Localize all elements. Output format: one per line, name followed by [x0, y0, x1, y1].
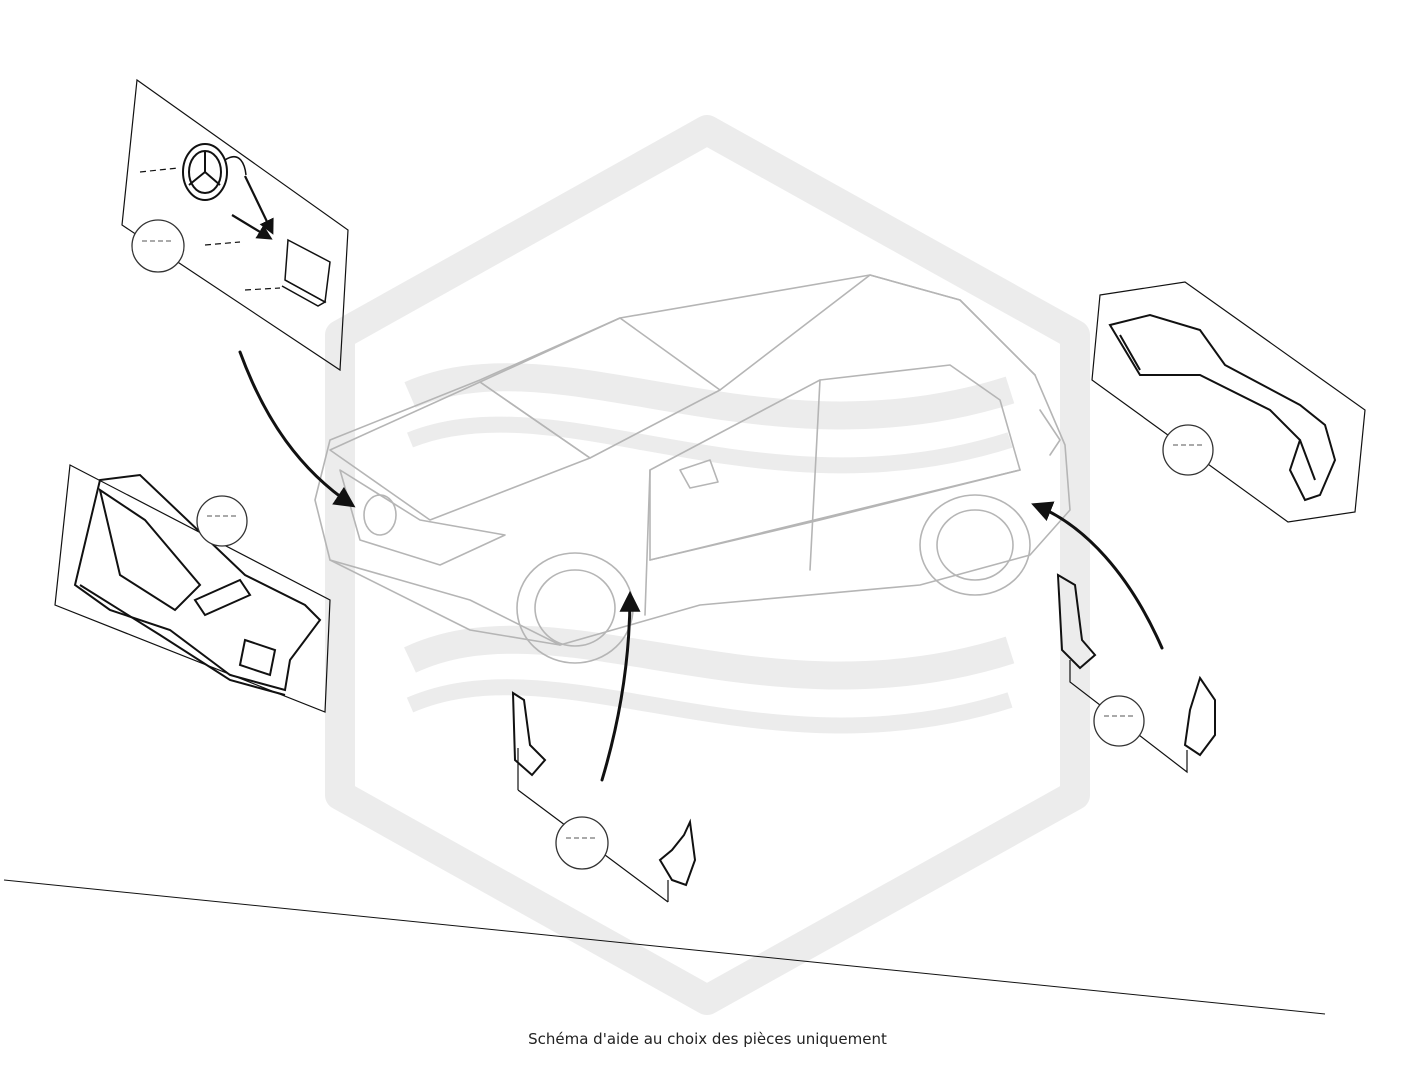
callout-front-wheel-arch-trims[interactable] [555, 816, 609, 870]
star-emblem-icon [182, 143, 247, 201]
panel-rear-bumper [1091, 281, 1366, 523]
panel-emblem-module [121, 78, 349, 372]
diagram-caption: Schéma d'aide au choix des pièces unique… [528, 1030, 887, 1048]
callout-rear-bumper[interactable] [1162, 424, 1214, 476]
front-bumper-icon [73, 473, 322, 696]
wheel-arch-trim-icon [1056, 573, 1216, 757]
panel-front-bumper [54, 464, 331, 713]
front-wheel-arch-trims [511, 691, 697, 903]
rear-bumper-icon [1108, 313, 1337, 502]
callout-rear-wheel-arch-trims[interactable] [1093, 695, 1145, 747]
pointer-arrows [238, 350, 1164, 782]
callout-emblem-module[interactable] [131, 219, 185, 273]
control-module-icon [281, 238, 331, 307]
watermark-logo [325, 115, 1090, 1015]
wheel-arch-trim-icon [511, 691, 697, 887]
callout-front-bumper[interactable] [196, 495, 248, 547]
ground-line [3, 879, 1326, 1015]
car-outline [314, 274, 1071, 664]
